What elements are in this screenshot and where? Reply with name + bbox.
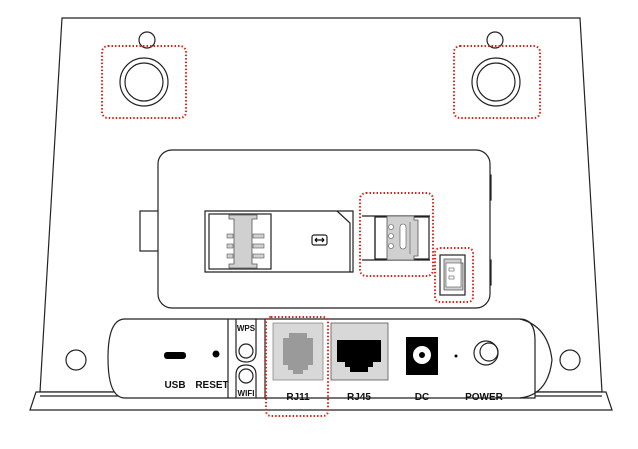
micro-sd-slot[interactable] (359, 192, 434, 277)
wifi-label: WIFI (238, 389, 255, 398)
power-label: POWER (465, 392, 504, 403)
usb-label: USB (164, 380, 185, 391)
sim-card-slot[interactable] (204, 210, 354, 273)
wifi-button[interactable] (238, 368, 254, 384)
screw-hole-left (65, 349, 87, 371)
power-button[interactable] (473, 340, 499, 366)
dc-label: DC (415, 392, 429, 403)
left-foot (101, 45, 187, 119)
reset-label: RESET (195, 380, 228, 391)
micro-usb-port[interactable] (434, 247, 474, 303)
top-hole-left (138, 31, 156, 49)
rj45-port[interactable] (330, 322, 389, 381)
wps-button[interactable] (238, 343, 254, 359)
screw-hole-right (559, 349, 581, 371)
rj11-label: RJ11 (286, 392, 310, 403)
reset-button[interactable] (212, 350, 220, 358)
usb-port[interactable] (164, 352, 186, 359)
slide-arrow-icon (311, 234, 328, 246)
dc-power-jack[interactable] (406, 337, 438, 375)
rj45-label: RJ45 (347, 392, 371, 403)
wps-label: WPS (237, 324, 256, 333)
rj11-port[interactable] (265, 316, 329, 417)
top-hole-right (486, 31, 504, 49)
right-foot (453, 45, 541, 119)
power-led (454, 354, 458, 358)
